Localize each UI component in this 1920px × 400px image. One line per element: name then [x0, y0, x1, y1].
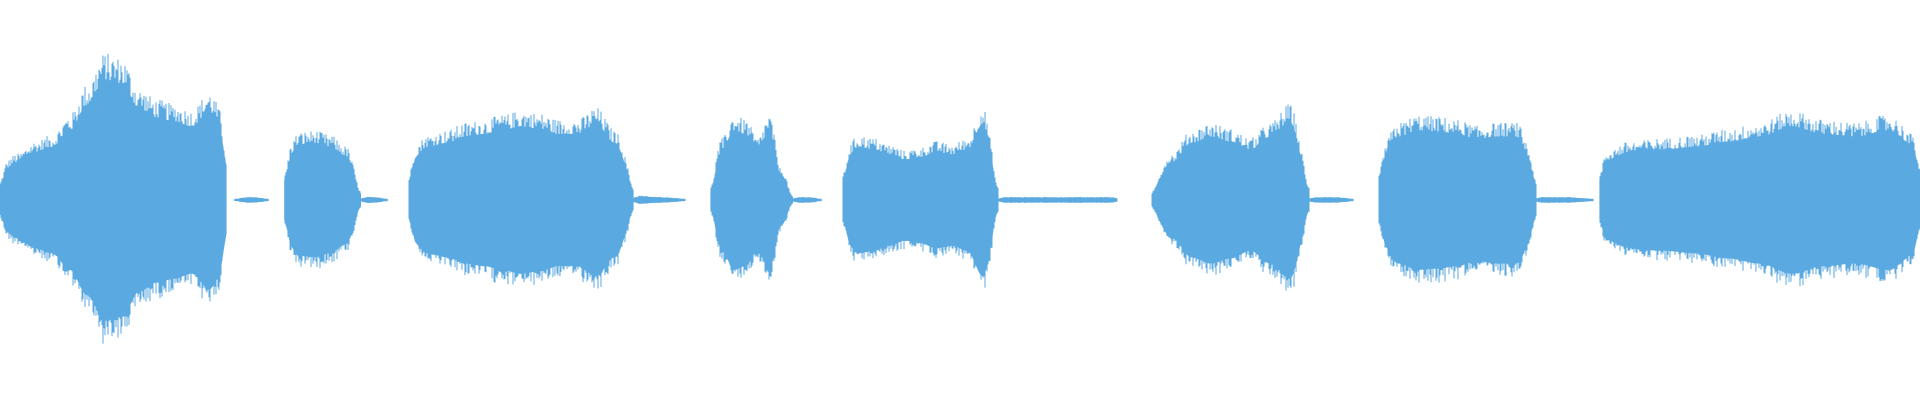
waveform-segment	[360, 196, 388, 203]
waveform-segment	[842, 112, 999, 288]
waveform-segment	[234, 196, 269, 203]
waveform-segment	[1535, 196, 1594, 203]
waveform-segment	[1309, 197, 1354, 203]
waveform-segment	[408, 108, 634, 289]
waveform-segment	[633, 195, 686, 204]
waveform-segment	[284, 131, 361, 269]
waveform-segment	[710, 117, 793, 280]
waveform-segment	[0, 54, 227, 344]
waveform-segment	[998, 196, 1118, 203]
waveform-segment	[1151, 104, 1310, 291]
waveform-segment	[792, 197, 822, 203]
waveform-segment	[1599, 113, 1920, 287]
waveform-bars	[0, 54, 1920, 344]
waveform-segment	[1378, 116, 1537, 283]
